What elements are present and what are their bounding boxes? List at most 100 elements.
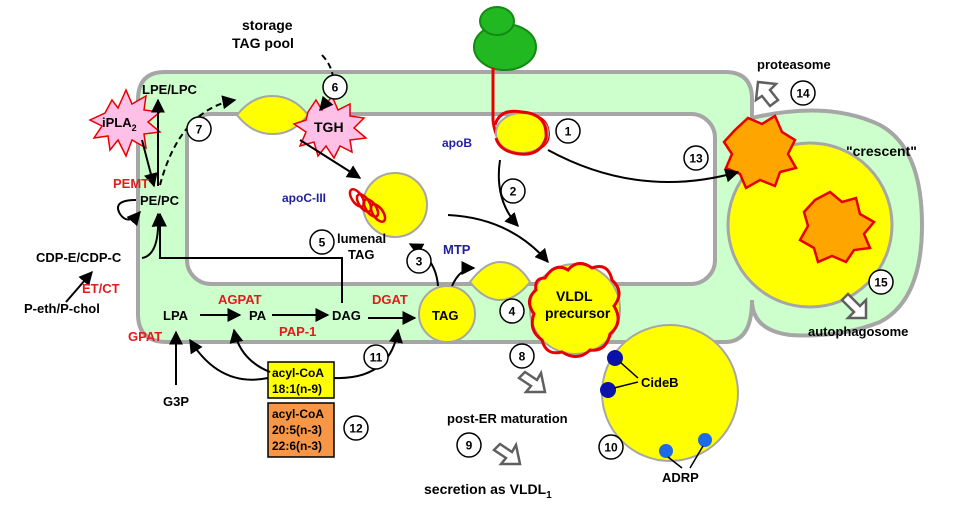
storage-label-1: storage	[242, 17, 293, 33]
fa-181-label: 18:1(n-9)	[272, 382, 322, 396]
fa-226-label: 22:6(n-3)	[272, 439, 322, 453]
misfolded-apob-2	[798, 190, 876, 264]
cideb-dot-1	[607, 350, 623, 366]
step-circle-10	[598, 434, 624, 460]
et-ct-label: ET/CT	[82, 281, 120, 296]
proteasome-label: proteasome	[757, 57, 831, 72]
arrow-pemt-loop	[117, 199, 141, 227]
arrow-cdp-to-pepc	[141, 212, 166, 259]
step-number-15: 15	[874, 276, 888, 290]
cdp-label: CDP-E/CDP-C	[36, 250, 122, 265]
misfolded-apob-1	[722, 114, 798, 190]
agpat-label: AGPAT	[218, 292, 262, 307]
tgh-label: TGH	[314, 119, 344, 135]
crescent-label: "crescent"	[846, 143, 917, 159]
p-eth-label: P-eth/P-chol	[24, 301, 100, 316]
pap1-label: PAP-1	[279, 324, 316, 339]
hollow-arrow-post-er	[517, 369, 547, 394]
acyl-coa-box-181	[267, 361, 335, 399]
hollow-arrow-secretion	[492, 441, 522, 466]
ipla2-label: iPLA2	[102, 115, 137, 133]
arrow-acyl-to-lpa	[189, 338, 269, 381]
post-er-label: post-ER maturation	[447, 411, 568, 426]
tgh-starburst	[292, 94, 368, 160]
arrow-storage-pool	[319, 54, 334, 112]
step-number-7: 7	[196, 123, 203, 137]
tag-label: TAG	[432, 308, 458, 323]
pe-pc-label: PE/PC	[140, 193, 180, 208]
arrow-lens-to-lumen	[299, 139, 362, 179]
ribosome-small-subunit	[479, 6, 515, 36]
acyl-coa-2-label: acyl-CoA	[272, 407, 324, 421]
apoc3-label: apoC-III	[282, 191, 326, 205]
lumenal-label-2: TAG	[348, 247, 374, 262]
step-circle-14	[790, 80, 816, 106]
g3p-label: G3P	[163, 394, 189, 409]
dgat-label: DGAT	[372, 292, 408, 307]
autophagosome-label: autophagosome	[808, 324, 908, 339]
step-circle-12	[343, 415, 369, 441]
lpa-label: LPA	[163, 308, 189, 323]
step-number-6: 6	[332, 81, 339, 95]
step-circle-15	[868, 269, 894, 295]
step-number-3: 3	[416, 255, 423, 269]
adrp-label: ADRP	[662, 470, 699, 485]
step-number-1: 1	[565, 125, 572, 139]
step-number-8: 8	[519, 350, 526, 364]
cytosolic-lipid-droplet	[601, 324, 739, 462]
step-circle-4	[499, 298, 525, 324]
arrow-step-13	[547, 149, 740, 183]
step-number-5: 5	[319, 236, 326, 250]
dag-label: DAG	[332, 308, 361, 323]
arrow-peth-to-cdp	[65, 270, 93, 303]
step-circle-3	[406, 248, 432, 274]
arrow-ipla2-to-pepc	[141, 139, 158, 188]
adrp-dot-1	[659, 444, 673, 458]
step-circle-1	[555, 118, 581, 144]
hollow-arrow-proteasome	[754, 80, 780, 108]
pa-label: PA	[249, 308, 267, 323]
pemt-label: PEMT	[113, 176, 149, 191]
lumenal-label-1: lumenal	[337, 231, 386, 246]
step-circle-6	[322, 74, 348, 100]
step-circle-5	[309, 229, 335, 255]
step-number-4: 4	[509, 305, 516, 319]
step-number-2: 2	[510, 185, 517, 199]
storage-label-2: TAG pool	[232, 35, 294, 51]
step-circle-11	[363, 344, 389, 370]
vldl-label-1: VLDL	[556, 288, 593, 304]
acyl-coa-1-label: acyl-CoA	[272, 366, 324, 380]
apoc3-coil	[348, 188, 387, 223]
step-number-14: 14	[796, 87, 810, 101]
acyl-coa-box-n3	[267, 402, 335, 458]
secretion-label: secretion as VLDL1	[424, 481, 552, 501]
lpe-lpc-label: LPE/LPC	[142, 82, 198, 97]
step-circle-9	[456, 432, 482, 458]
step-number-13: 13	[689, 152, 703, 166]
ipla2-starburst	[88, 88, 162, 158]
step-number-9: 9	[466, 439, 473, 453]
vldl-label-2: precursor	[545, 305, 611, 321]
mtp-label: MTP	[443, 242, 471, 257]
step-circle-2	[500, 178, 526, 204]
step-number-10: 10	[604, 441, 618, 455]
arrow-lumen-to-vldl	[447, 214, 549, 264]
vldl-precursor-apob	[528, 262, 621, 358]
arrow-tag-to-lens	[451, 261, 476, 287]
step-circle-7	[186, 116, 212, 142]
apob-label: apoB	[442, 136, 472, 150]
step-circle-8	[509, 343, 535, 369]
arrow-acyl-to-pa	[229, 328, 271, 373]
adrp-dot-2	[698, 433, 712, 447]
arrow-dag-to-pepc	[153, 212, 343, 303]
membrane-tag-lens	[468, 260, 532, 302]
hollow-arrow-autophagosome	[840, 292, 868, 320]
gpat-label: GPAT	[128, 329, 162, 344]
step-circle-13	[683, 145, 709, 171]
step-number-12: 12	[349, 422, 363, 436]
cideb-dot-2	[600, 382, 616, 398]
fa-205-label: 20:5(n-3)	[272, 423, 322, 437]
step-number-11: 11	[370, 351, 383, 365]
tag-droplet	[418, 285, 476, 343]
